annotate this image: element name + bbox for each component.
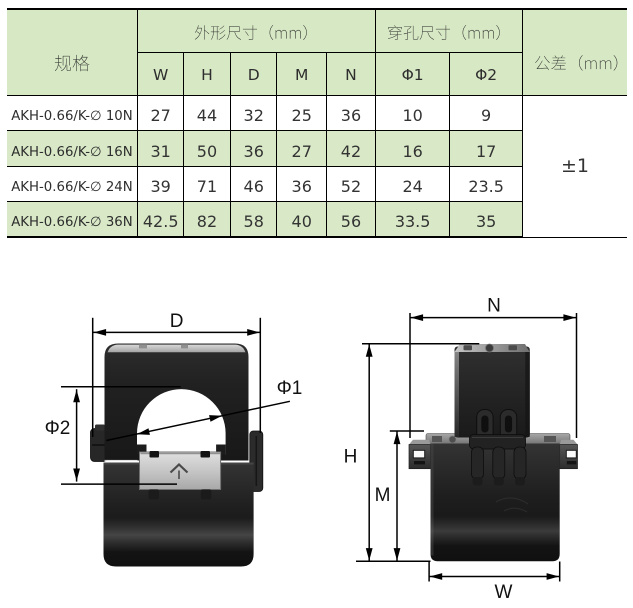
model-cell: AKH-0.66/K-∅ 16N (6, 130, 139, 167)
table-row: AKH-0.66/K-∅ 10N 27 44 32 25 36 10 9 ±1 (6, 94, 627, 238)
front-view-figure: D Φ2 Φ1 (45, 311, 303, 567)
side-view-figure: N H M W (344, 296, 578, 603)
dim-phi1-line (106, 400, 291, 442)
col-header-phi2: Φ2 (449, 51, 523, 96)
col-group-outer-dimensions: 外形尺寸（mm） (137, 7, 376, 53)
ct-front-photo (90, 343, 264, 567)
outer-dimensions-header-glyphs (195, 24, 308, 40)
table-row: AKH-0.66/K-∅ 24N 39 71 46 36 52 24 23.5 (6, 165, 627, 203)
label-W: W (495, 582, 513, 603)
dim-M (389, 430, 424, 561)
model-cell: AKH-0.66/K-∅ 36N (6, 201, 139, 239)
label-phi1: Φ1 (277, 378, 303, 399)
col-header-D: D (229, 51, 278, 96)
hole-dimensions-header-glyphs (387, 24, 500, 40)
col-header-H: H (182, 51, 231, 96)
label-N: N (487, 296, 501, 317)
col-header-phi1: Φ1 (374, 51, 451, 96)
tolerance-header-glyphs (535, 55, 618, 71)
dim-H (356, 342, 480, 562)
dim-N (409, 313, 578, 438)
ct-side-photo (408, 343, 578, 562)
table-row: AKH-0.66/K-∅ 36N 42.5 82 58 40 56 33.5 3… (6, 201, 627, 239)
dim-W (428, 561, 561, 582)
table-row: AKH-0.66/K-∅ 16N 31 50 36 27 42 16 17 (6, 130, 627, 167)
dim-phi2 (61, 385, 181, 485)
label-phi2: Φ2 (45, 418, 71, 439)
model-cell: AKH-0.66/K-∅ 24N (6, 165, 139, 203)
col-header-W: W (137, 51, 184, 96)
col-group-hole-dimensions: 穿孔尺寸（mm） (374, 7, 523, 53)
col-header-N: N (325, 51, 376, 96)
spec-table: 规格 外形尺寸（mm） 穿孔尺寸（mm） 公差（mm） W H D M N Φ1… (6, 7, 627, 239)
col-header-spec: 规格 (6, 7, 139, 96)
col-header-M: M (276, 51, 327, 96)
label-D: D (170, 311, 184, 332)
model-cell: AKH-0.66/K-∅ 10N (6, 94, 139, 132)
spec-header-glyphs (54, 55, 90, 72)
label-M: M (375, 485, 391, 506)
label-H: H (344, 447, 358, 468)
dim-D (91, 317, 262, 437)
tolerance-value-cell: ±1 (521, 95, 627, 238)
col-header-tolerance: 公差（mm） (521, 7, 627, 96)
